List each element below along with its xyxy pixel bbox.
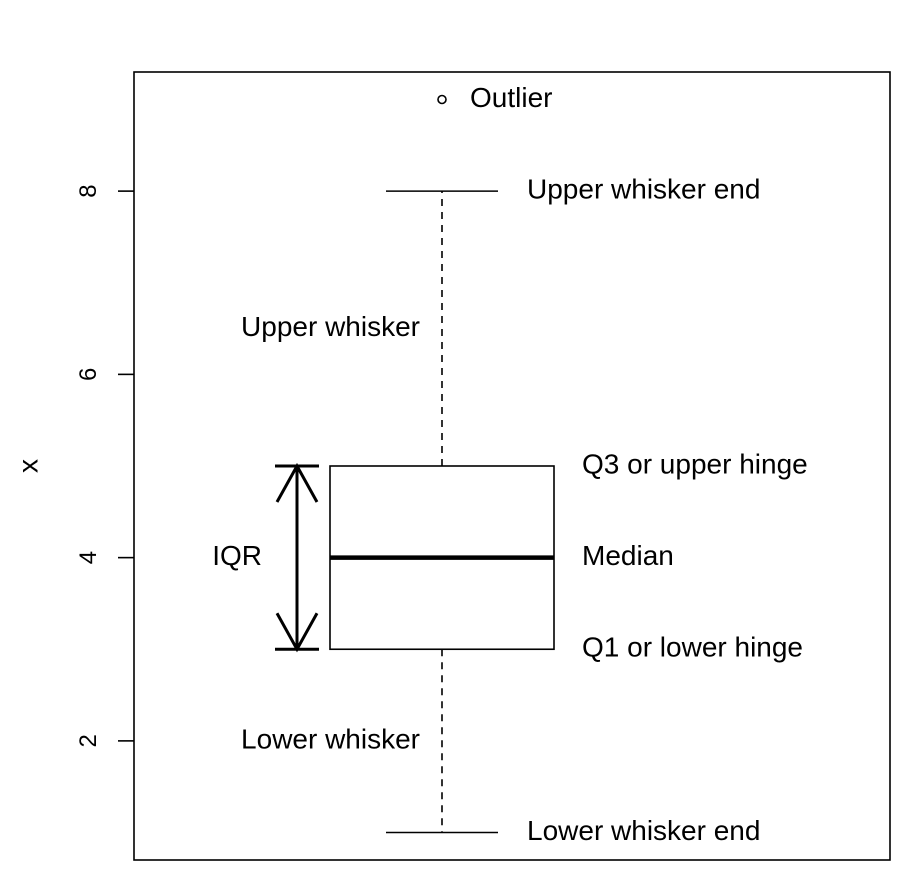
y-tick-label: 8 [75,184,102,197]
iqr-arrow-head-up [275,462,319,503]
outlier-point [437,94,447,105]
annotation-median: Median [582,540,674,571]
y-tick-label: 6 [75,368,102,381]
y-tick-label: 2 [75,734,102,747]
annotation-upper-whisker: Upper whisker [241,311,420,342]
annotation-q3: Q3 or upper hinge [582,448,808,479]
y-tick-label: 4 [75,551,102,564]
annotation-outlier: Outlier [470,82,552,113]
annotation-lower-whisker: Lower whisker [241,723,420,754]
y-axis-title: x [12,459,43,473]
annotation-q1: Q1 or lower hinge [582,632,803,663]
y-axis: 2 4 6 8 [75,184,134,748]
annotation-lower-whisker-end: Lower whisker end [527,815,760,846]
annotation-upper-whisker-end: Upper whisker end [527,174,760,205]
plot-frame [133,71,891,861]
box-group [275,94,555,834]
annotation-iqr: IQR [212,540,262,571]
iqr-arrow-head-down [275,612,319,653]
